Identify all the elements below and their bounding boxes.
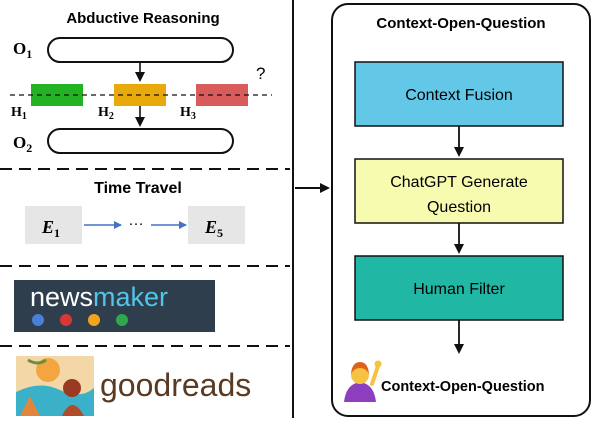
goodreads-wordmark: goodreads xyxy=(100,367,251,403)
newsmaker-dot-green xyxy=(116,314,128,326)
abductive-title: Abductive Reasoning xyxy=(66,10,219,27)
question-mark: ? xyxy=(256,64,265,83)
o2-label: O2 xyxy=(13,133,32,155)
abductive-reasoning-section: Abductive Reasoning O1 ? H1 H2 H3 O2 xyxy=(10,10,272,155)
event-end-label: E5 xyxy=(204,217,223,240)
person-raising-hand-icon xyxy=(344,360,382,402)
chatgpt-generate-label-line1: ChatGPT Generate xyxy=(390,174,528,191)
context-open-question-pipeline: Context-Open-Question Context Fusion Cha… xyxy=(331,3,591,417)
newsmaker-dot-blue xyxy=(32,314,44,326)
event-end-box xyxy=(188,206,245,244)
newsmaker-logo: newsmaker xyxy=(14,280,215,332)
human-filter-box xyxy=(354,255,564,321)
newsmaker-wordmark: newsmaker xyxy=(30,282,168,312)
event-start-box xyxy=(25,206,82,244)
h2-label: H2 xyxy=(98,105,114,122)
output-label: Context-Open-Question xyxy=(381,379,545,395)
goodreads-illustration-icon xyxy=(16,356,94,416)
time-travel-title: Time Travel xyxy=(94,180,182,197)
newsmaker-dot-yellow xyxy=(88,314,100,326)
context-fusion-box xyxy=(354,61,564,127)
newsmaker-dot-red xyxy=(60,314,72,326)
observation-1-box xyxy=(47,37,234,63)
o1-label: O1 xyxy=(13,39,32,61)
event-ellipsis: ··· xyxy=(129,215,144,232)
newsmaker-logo-bg xyxy=(14,280,215,332)
chatgpt-generate-label-line2: Question xyxy=(427,199,491,216)
pipeline-title: Context-Open-Question xyxy=(376,15,545,32)
human-filter-label: Human Filter xyxy=(413,281,505,298)
goodreads-logo: goodreads xyxy=(16,356,251,416)
context-fusion-label: Context Fusion xyxy=(405,87,513,104)
h3-label: H3 xyxy=(180,105,196,122)
observation-2-box xyxy=(47,128,234,154)
h1-label: H1 xyxy=(11,105,27,122)
time-travel-section: Time Travel E1 ··· E5 xyxy=(25,180,245,244)
chatgpt-generate-box xyxy=(354,158,564,224)
event-start-label: E1 xyxy=(41,217,60,240)
